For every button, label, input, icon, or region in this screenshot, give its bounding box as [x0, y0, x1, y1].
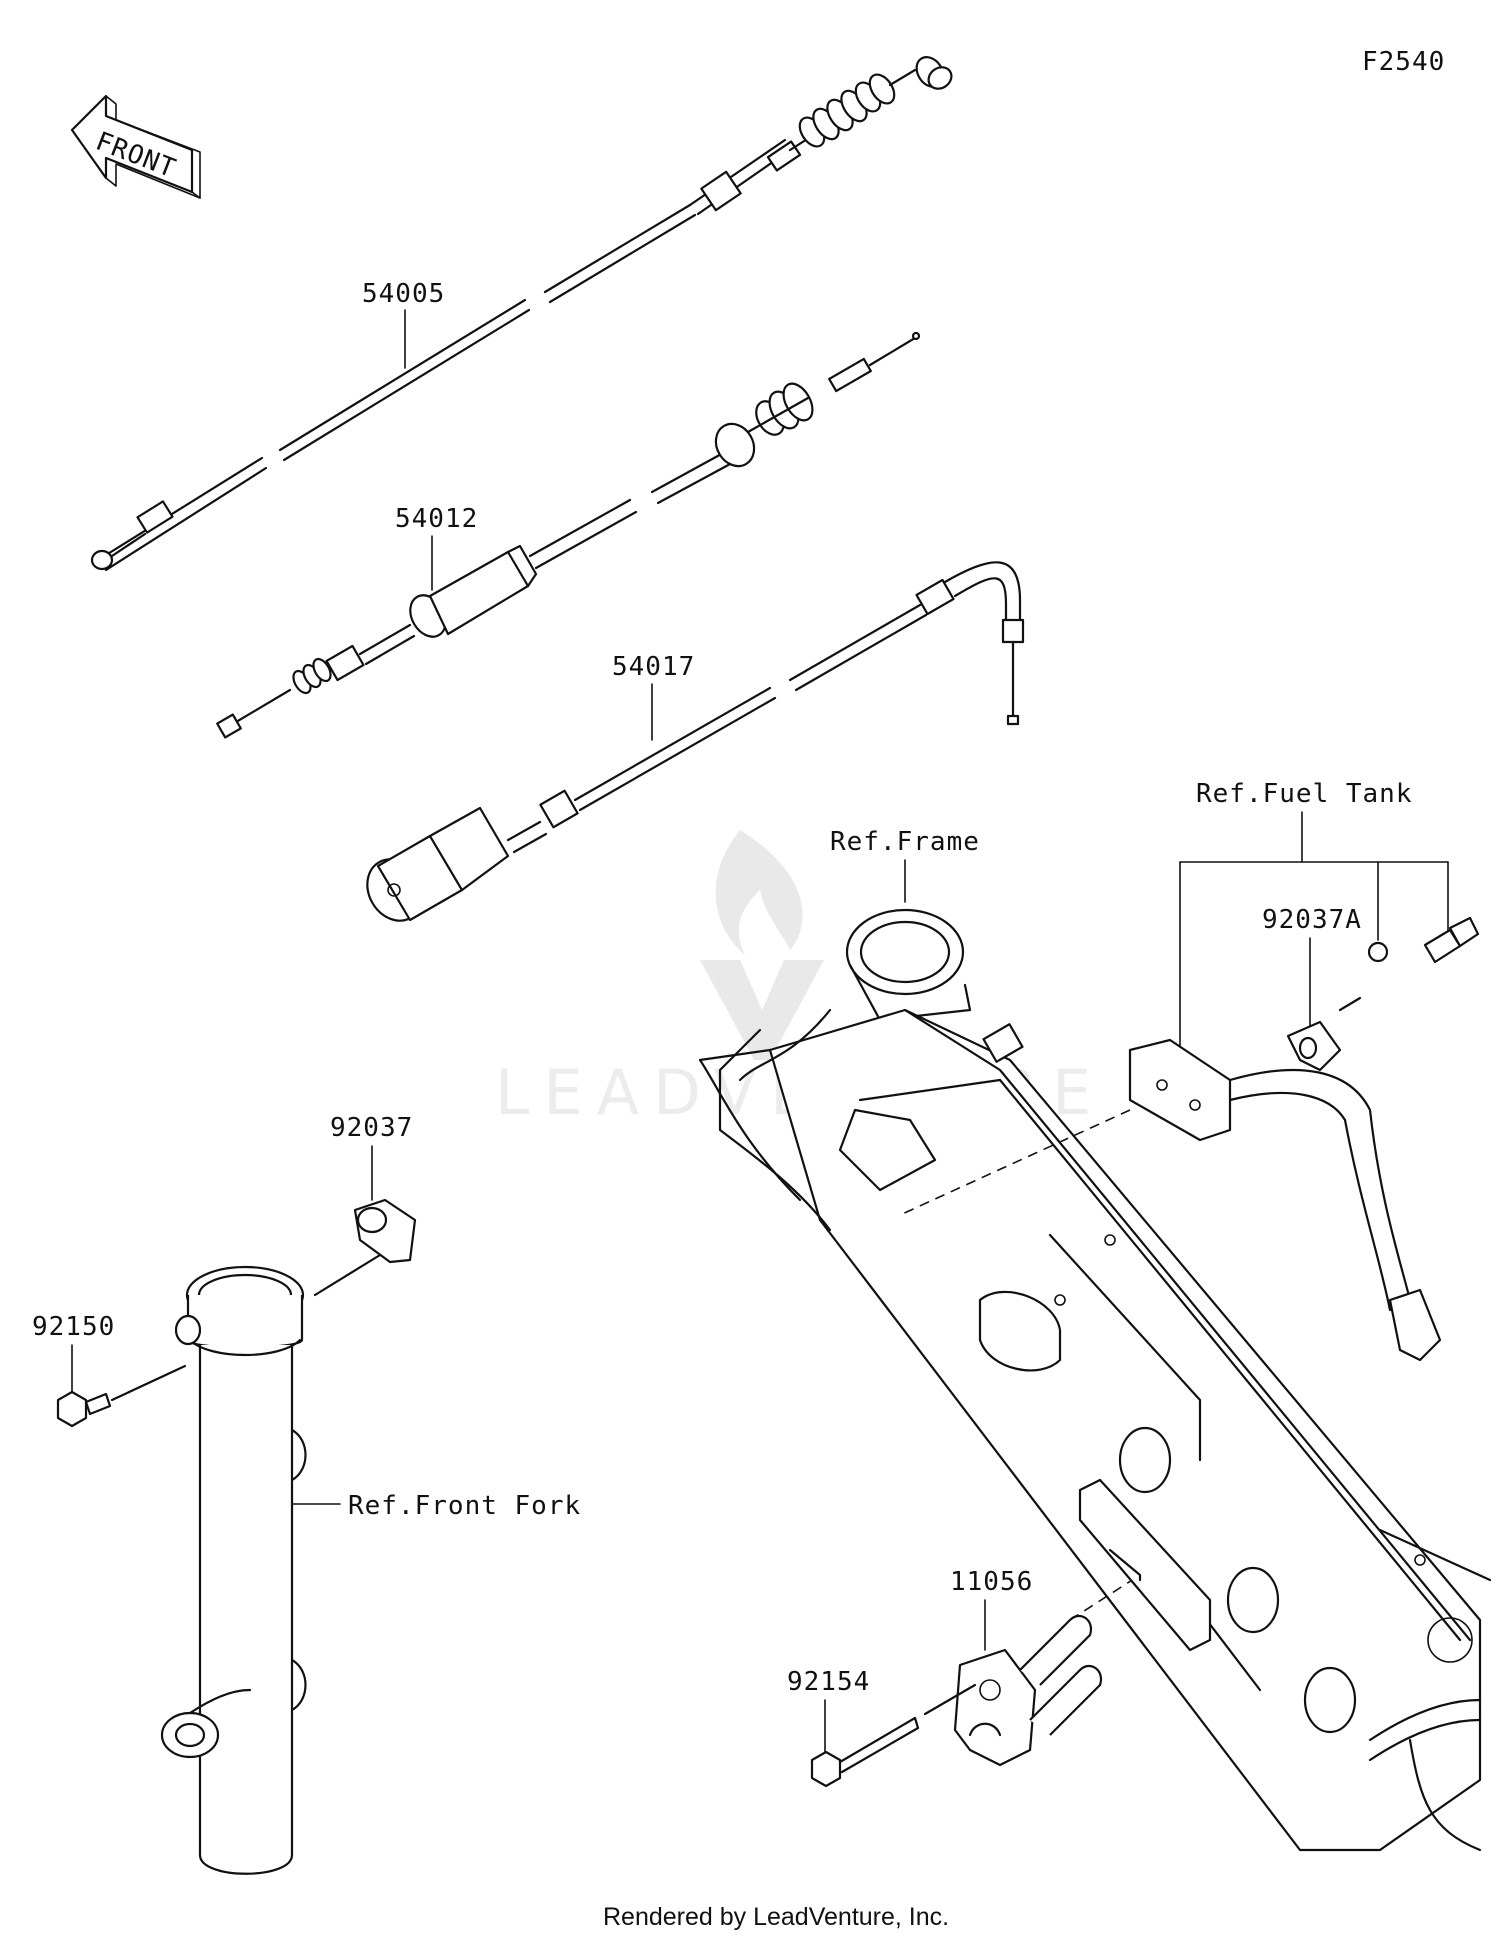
frame-drawing: [698, 908, 1492, 1852]
cable-54012-drawing: [216, 331, 921, 739]
part-label-92037: 92037: [330, 1113, 413, 1143]
bolt-92154-drawing: [810, 1683, 977, 1788]
cable-54017-drawing: [366, 561, 1025, 922]
clamp-92037-drawing: [313, 1198, 417, 1297]
ref-frame-label: Ref.Frame: [830, 827, 980, 857]
footer-credit: Rendered by LeadVenture, Inc.: [603, 1903, 949, 1931]
front-fork-drawing: [160, 1265, 307, 1875]
leader-ref-fuel-tank: [1179, 811, 1449, 1051]
part-label-92037A: 92037A: [1262, 905, 1362, 935]
leadventure-flame-logo-icon: [700, 830, 824, 1060]
clamp-92037A-drawing: [1286, 916, 1480, 1072]
front-direction-arrow-icon: FRONT: [70, 94, 201, 199]
cable-54005-drawing: [90, 56, 953, 572]
diagram-code: F2540: [1362, 47, 1445, 77]
ref-front-fork-label: Ref.Front Fork: [348, 1491, 581, 1521]
part-label-54012: 54012: [395, 504, 478, 534]
part-label-92150: 92150: [32, 1312, 115, 1342]
part-label-11056: 11056: [950, 1567, 1033, 1597]
fuel-tank-bracket-drawing: [899, 1038, 1442, 1362]
part-label-54005: 54005: [362, 279, 445, 309]
part-label-92154: 92154: [787, 1667, 870, 1697]
bolt-92150-drawing: [56, 1364, 187, 1428]
bracket-11056-drawing: [953, 1478, 1212, 1767]
ref-fuel-tank-label: Ref.Fuel Tank: [1196, 779, 1413, 809]
part-label-54017: 54017: [612, 652, 695, 682]
